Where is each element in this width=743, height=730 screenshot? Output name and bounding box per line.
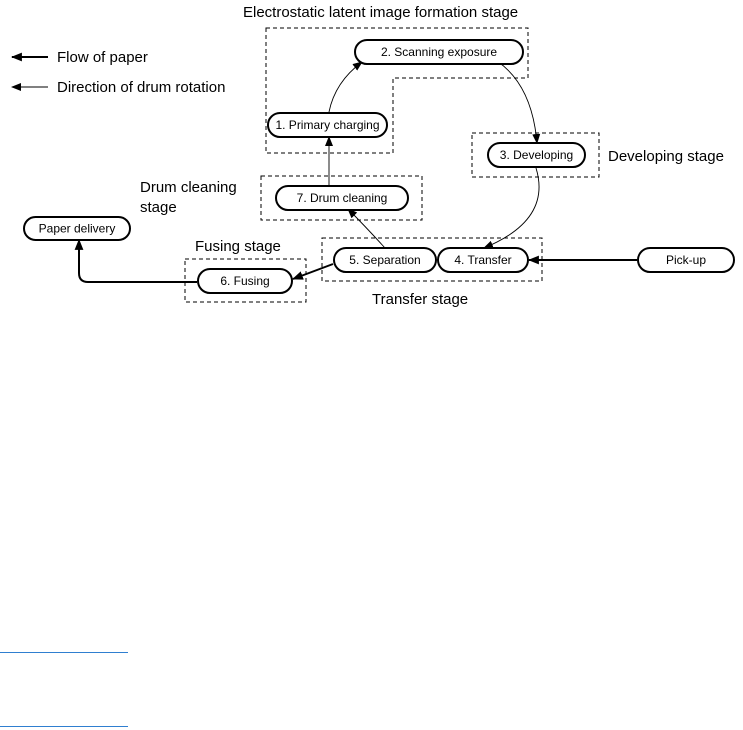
step-drum-cleaning: 7. Drum cleaning: [275, 185, 409, 211]
divider-line-top: [0, 652, 128, 653]
step-developing: 3. Developing: [487, 142, 586, 168]
transfer-stage-label: Transfer stage: [372, 291, 468, 308]
drum-rotation-legend-label: Direction of drum rotation: [57, 79, 225, 96]
step-scanning-exposure-label: 2. Scanning exposure: [381, 45, 497, 59]
step-separation-label: 5. Separation: [349, 253, 420, 267]
legend: Flow of paper Direction of drum rotation: [10, 49, 225, 96]
step-primary-charging: 1. Primary charging: [267, 112, 388, 138]
step-fusing: 6. Fusing: [197, 268, 293, 294]
drum-arrow-exposure-to-developing: [496, 60, 541, 144]
step-transfer-label: 4. Transfer: [454, 253, 511, 267]
step-developing-label: 3. Developing: [500, 148, 573, 162]
step-scanning-exposure: 2. Scanning exposure: [354, 39, 524, 65]
step-transfer: 4. Transfer: [437, 247, 529, 273]
drum-cleaning-stage-box: [260, 175, 423, 221]
step-fusing-label: 6. Fusing: [220, 274, 269, 288]
latent-image-stage-box: [265, 27, 529, 154]
paper-flow-legend-label: Flow of paper: [57, 49, 148, 66]
divider-line-bottom: [0, 726, 128, 727]
step-paper-delivery: Paper delivery: [23, 216, 131, 241]
paper-arrow-separation-to-fusing: [291, 263, 334, 280]
latent-image-stage-label: Electrostatic latent image formation sta…: [243, 4, 518, 21]
paper-arrow-fusing-to-delivery: [74, 238, 197, 283]
developing-stage-label: Developing stage: [608, 148, 724, 165]
drum-arrow-developing-to-transfer: [483, 167, 540, 249]
step-pick-up-label: Pick-up: [666, 253, 706, 267]
fusing-stage-box: [184, 258, 307, 303]
drum-arrow-separation-to-cleaning: [347, 208, 386, 249]
drum-cleaning-stage-label-line1: Drum cleaning: [140, 179, 237, 196]
step-pick-up: Pick-up: [637, 247, 735, 273]
drum-arrow-charging-to-exposure: [328, 61, 363, 113]
fusing-stage-label: Fusing stage: [195, 238, 281, 255]
step-paper-delivery-label: Paper delivery: [39, 222, 116, 236]
drum-cleaning-stage-label-line2: stage: [140, 199, 177, 216]
step-primary-charging-label: 1. Primary charging: [275, 118, 379, 132]
step-separation: 5. Separation: [333, 247, 437, 273]
step-drum-cleaning-label: 7. Drum cleaning: [297, 191, 388, 205]
